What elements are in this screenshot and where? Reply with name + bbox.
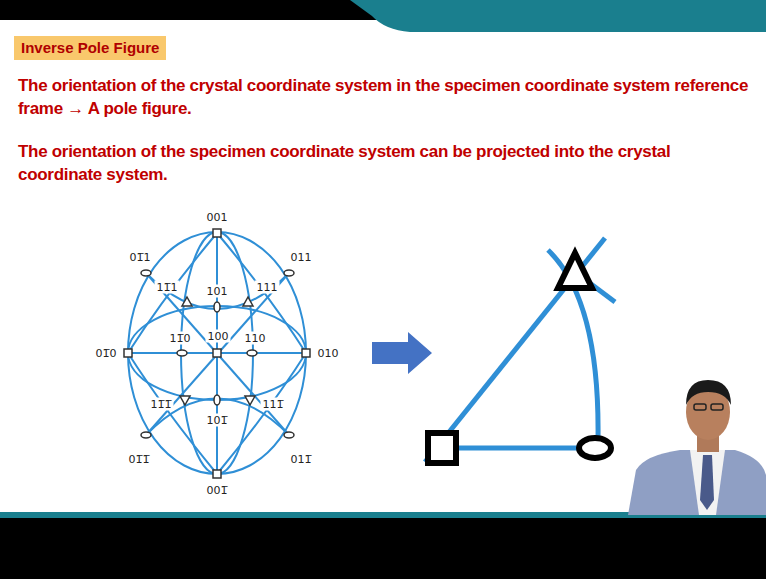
miller-index: 101 <box>205 285 230 298</box>
miller-index: 010 <box>316 347 341 360</box>
text-block: The orientation of the crystal coordinat… <box>18 74 753 206</box>
miller-index: 01̅0 <box>94 347 119 360</box>
miller-index: 011̅ <box>289 453 314 466</box>
block-arrow <box>372 332 432 374</box>
presenter <box>628 380 766 515</box>
stereogram <box>128 232 306 474</box>
slide-title: Inverse Pole Figure <box>14 36 166 60</box>
miller-index: 100 <box>206 330 231 343</box>
miller-index: 11̅0 <box>168 332 193 345</box>
miller-index: 101̅ <box>205 414 230 427</box>
miller-index: 001̅ <box>205 484 230 497</box>
slide-text: The orientation of the crystal coordinat… <box>18 74 753 120</box>
slide-text: The orientation of the specimen coordina… <box>18 140 753 186</box>
miller-index: 111 <box>255 281 280 294</box>
bottom-bar <box>0 518 766 579</box>
triangle-markers <box>428 253 611 463</box>
miller-index: 011 <box>289 251 314 264</box>
miller-index: 11̅1̅ <box>149 398 174 411</box>
miller-index: 01̅1̅ <box>127 453 152 466</box>
pole-markers <box>124 229 310 478</box>
miller-index: 110 <box>243 332 268 345</box>
miller-index: 11̅1 <box>155 281 180 294</box>
miller-index: 111̅ <box>261 398 286 411</box>
miller-index: 01̅1 <box>128 251 153 264</box>
top-band <box>350 0 766 32</box>
standard-triangle <box>425 238 615 462</box>
miller-index: 001 <box>205 211 230 224</box>
